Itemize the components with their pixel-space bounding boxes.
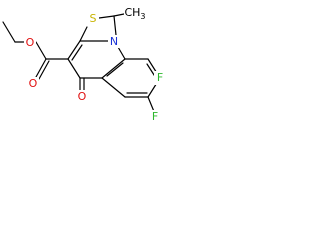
oxygen-label: O: [29, 77, 38, 90]
ester-carbonyl-oxygen-label: O: [27, 77, 39, 90]
ketone-oxygen-label: O: [76, 90, 88, 103]
fluorine-lower-label: F: [149, 110, 161, 124]
molecule-structure: O O S N CH3 O: [2, 6, 166, 124]
structure-canvas: O O S N CH3 O: [0, 0, 168, 138]
methyl-subscript: 3: [140, 12, 145, 21]
sulfur-label: S: [90, 12, 97, 25]
fluorine-label: F: [152, 110, 158, 123]
sulfur-atom-label: S: [87, 12, 99, 26]
atom-labels: O O S N CH3 O: [24, 6, 166, 124]
nitrogen-label: N: [110, 35, 118, 48]
fluorine-label: F: [157, 71, 163, 84]
methyl-label: CH3: [124, 6, 145, 21]
methyl-group-label: CH3: [124, 6, 150, 21]
oxygen-label: O: [26, 36, 35, 49]
nitrogen-atom-label: N: [108, 35, 121, 48]
methyl-symbol: CH: [124, 6, 140, 19]
fluorine-upper-label: F: [154, 71, 166, 85]
ester-ether-oxygen-label: O: [24, 36, 36, 49]
oxygen-label: O: [78, 90, 87, 103]
